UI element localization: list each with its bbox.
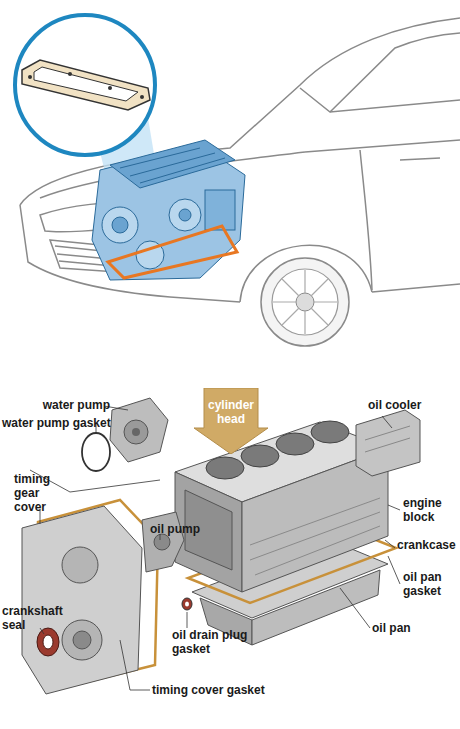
part-label: oil cooler <box>368 398 448 412</box>
arrow-label: cylinder head <box>194 398 268 426</box>
water-pump-gasket-shape <box>82 433 110 471</box>
part-label: crankshaft seal <box>2 604 74 632</box>
part-label: crankcase <box>397 538 460 552</box>
part-label: engine block <box>403 496 455 524</box>
timing-gear-cover <box>22 506 142 694</box>
gasket-inset <box>22 60 150 110</box>
part-label: oil pump <box>150 522 220 536</box>
oil-pump <box>142 512 184 572</box>
wheel <box>261 258 349 346</box>
gasket-highlight <box>108 226 237 278</box>
part-label: oil pan <box>372 621 442 635</box>
direction-arrow: cylinder head <box>194 388 268 454</box>
crankshaft-seal <box>37 628 59 656</box>
leader-lines <box>30 406 400 690</box>
part-label: timing gear cover <box>14 472 60 514</box>
part-label: water pump gasket <box>2 416 122 430</box>
drain-plug-gasket <box>182 598 192 610</box>
part-label: water pump <box>30 398 110 412</box>
inset-circle <box>15 15 155 155</box>
water-pump <box>110 398 168 462</box>
part-label: oil drain plug gasket <box>172 628 272 656</box>
oil-cooler <box>356 410 420 476</box>
engine-illustration <box>92 140 245 280</box>
part-label: timing cover gasket <box>152 683 292 697</box>
part-label: oil pan gasket <box>403 570 458 598</box>
